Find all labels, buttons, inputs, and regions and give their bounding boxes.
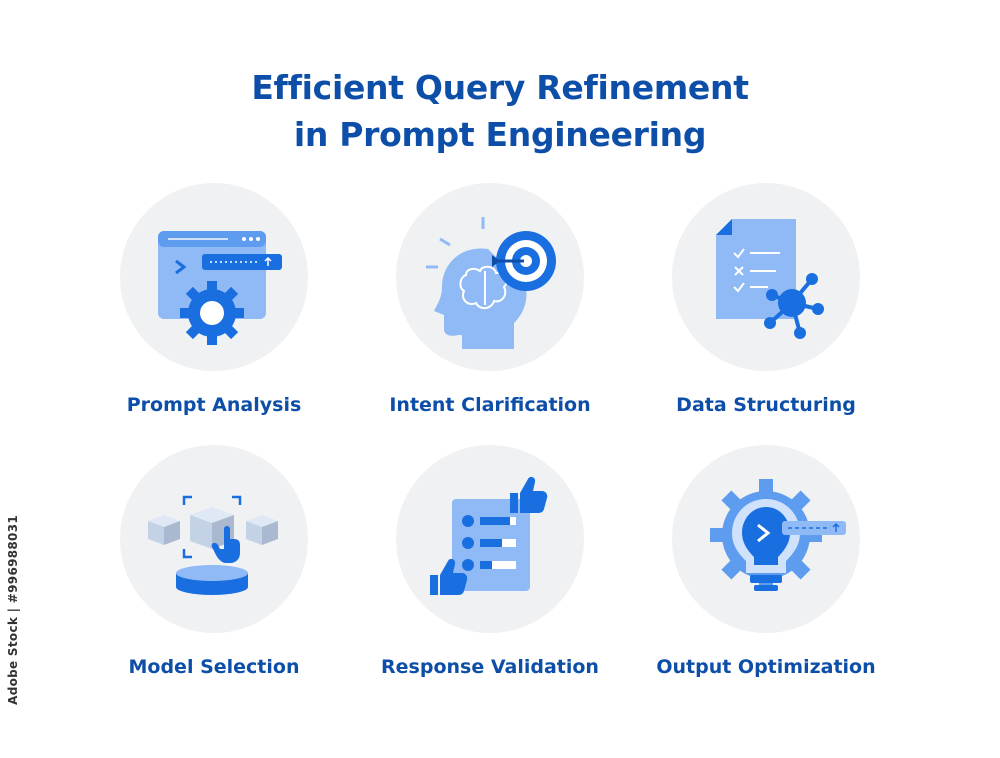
icon-circle: [672, 183, 860, 371]
icon-circle: [396, 445, 584, 633]
item-label: Data Structuring: [676, 394, 856, 416]
icon-circle: [672, 445, 860, 633]
cubes-selection-icon: [148, 495, 278, 595]
title-line-1: Efficient Query Refinement: [251, 68, 749, 107]
item-label: Intent Clarification: [389, 394, 591, 416]
title-line-2: in Prompt Engineering: [293, 115, 707, 154]
icon-circle: [120, 445, 308, 633]
item-label: Response Validation: [381, 656, 599, 678]
item-output-optimization: Output Optimization: [616, 445, 916, 685]
browser-gear-icon: [158, 231, 282, 345]
item-model-selection: Model Selection: [64, 445, 364, 685]
item-data-structuring: Data Structuring: [616, 183, 916, 423]
lightbulb-gear-icon: [710, 479, 846, 591]
stock-watermark: Adobe Stock | #996988031: [6, 515, 20, 705]
head-target-icon: [426, 217, 556, 349]
item-label: Prompt Analysis: [126, 394, 302, 416]
icon-circle: [120, 183, 308, 371]
item-intent-clarification: Intent Clarification: [340, 183, 640, 423]
item-label: Model Selection: [128, 656, 300, 678]
item-prompt-analysis: Prompt Analysis: [64, 183, 364, 423]
document-network-icon: [716, 219, 824, 339]
feedback-thumbs-icon: [430, 476, 548, 595]
item-label: Output Optimization: [656, 656, 876, 678]
icon-circle: [396, 183, 584, 371]
item-response-validation: Response Validation: [340, 445, 640, 685]
